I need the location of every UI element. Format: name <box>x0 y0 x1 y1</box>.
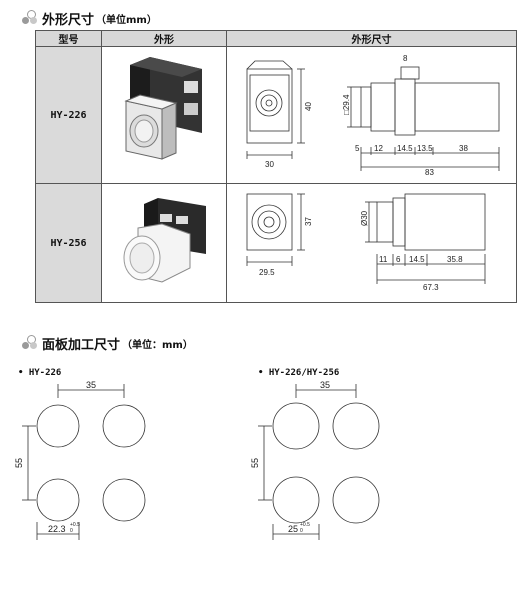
dim-dia: Ø30 <box>360 210 369 226</box>
table-header-row: 型号 外形 外形尺寸 <box>35 30 517 47</box>
product-photo-hy226 <box>101 46 227 184</box>
section-title-panel-cutout: 面板加工尺寸 （单位：mm） <box>22 335 193 353</box>
product-photo-hy256 <box>101 183 227 303</box>
panel-cutout-drawings: 35 55 22.3 +0.5 0 35 55 25 +0.5 0 <box>14 380 380 540</box>
dim-seg-5: 38 <box>459 144 468 153</box>
header-dimensions: 外形尺寸 <box>226 30 517 47</box>
dim-seg-1: 5 <box>355 144 360 153</box>
dim-seg-3: 14.5 <box>397 144 413 153</box>
dim-seg-1: 11 <box>379 255 388 264</box>
bullet-dots-icon <box>22 10 40 26</box>
header-appearance: 外形 <box>101 30 227 47</box>
drawing-cell-hy226: 30 40 8 □29.4 5 12 14.5 13.5 38 83 <box>226 46 517 184</box>
dimension-drawing-hy226: 30 40 8 □29.4 5 12 14.5 13.5 38 83 <box>246 54 500 177</box>
dim-seg-4: 35.8 <box>447 255 463 264</box>
dim-width: 29.5 <box>259 268 275 277</box>
dim-seg-3: 14.5 <box>409 255 425 264</box>
panel-label-hy226-256: • HY-226/HY-256 <box>258 368 340 378</box>
panel-tol-down: 0 <box>300 528 303 534</box>
dim-width: 30 <box>265 160 274 169</box>
section-unit: （单位mm） <box>96 14 157 26</box>
dim-seg-2: 12 <box>374 144 383 153</box>
dim-seg-2: 6 <box>396 255 401 264</box>
panel-vert-dim: 55 <box>14 458 24 468</box>
section-title-text: 面板加工尺寸 <box>42 337 121 353</box>
panel-horiz-dim: 35 <box>320 380 330 390</box>
dim-total: 67.3 <box>423 283 439 292</box>
panel-hole-dim: 22.3 <box>48 524 66 534</box>
dim-height: 37 <box>304 217 313 226</box>
panel-tol-up: +0.5 <box>300 522 310 528</box>
panel-tol-down: 0 <box>70 528 73 534</box>
bullet-dots-icon <box>22 335 40 351</box>
table-row: HY-256 <box>35 183 517 303</box>
push-button-photo-icon <box>123 198 206 283</box>
dim-d1: 8 <box>403 54 408 63</box>
section-unit: （单位：mm） <box>122 339 193 351</box>
dimension-table: 型号 外形 外形尺寸 HY-226 <box>35 30 517 303</box>
dim-height: 40 <box>304 102 313 111</box>
dim-dia: □29.4 <box>342 94 351 115</box>
dim-seg-4: 13.5 <box>417 144 433 153</box>
panel-horiz-dim: 35 <box>86 380 96 390</box>
drawing-cell-hy256: 29.5 37 Ø30 11 6 14.5 35.8 67.3 <box>226 183 517 303</box>
section-title-text: 外形尺寸 <box>42 12 95 28</box>
panel-label-hy226: • HY-226 <box>18 368 62 378</box>
section-title-dimensions: 外形尺寸 （单位mm） <box>22 10 157 28</box>
model-cell: HY-256 <box>35 183 102 303</box>
panel-tol-up: +0.5 <box>70 522 80 528</box>
push-button-photo-icon <box>124 57 202 160</box>
table-row: HY-226 <box>35 46 517 184</box>
dimension-drawing-hy256: 29.5 37 Ø30 11 6 14.5 35.8 67.3 <box>246 193 486 292</box>
panel-hole-dim: 25 <box>288 524 298 534</box>
dim-total: 83 <box>425 168 434 177</box>
panel-vert-dim: 55 <box>250 458 260 468</box>
header-model: 型号 <box>35 30 102 47</box>
model-cell: HY-226 <box>35 46 102 184</box>
